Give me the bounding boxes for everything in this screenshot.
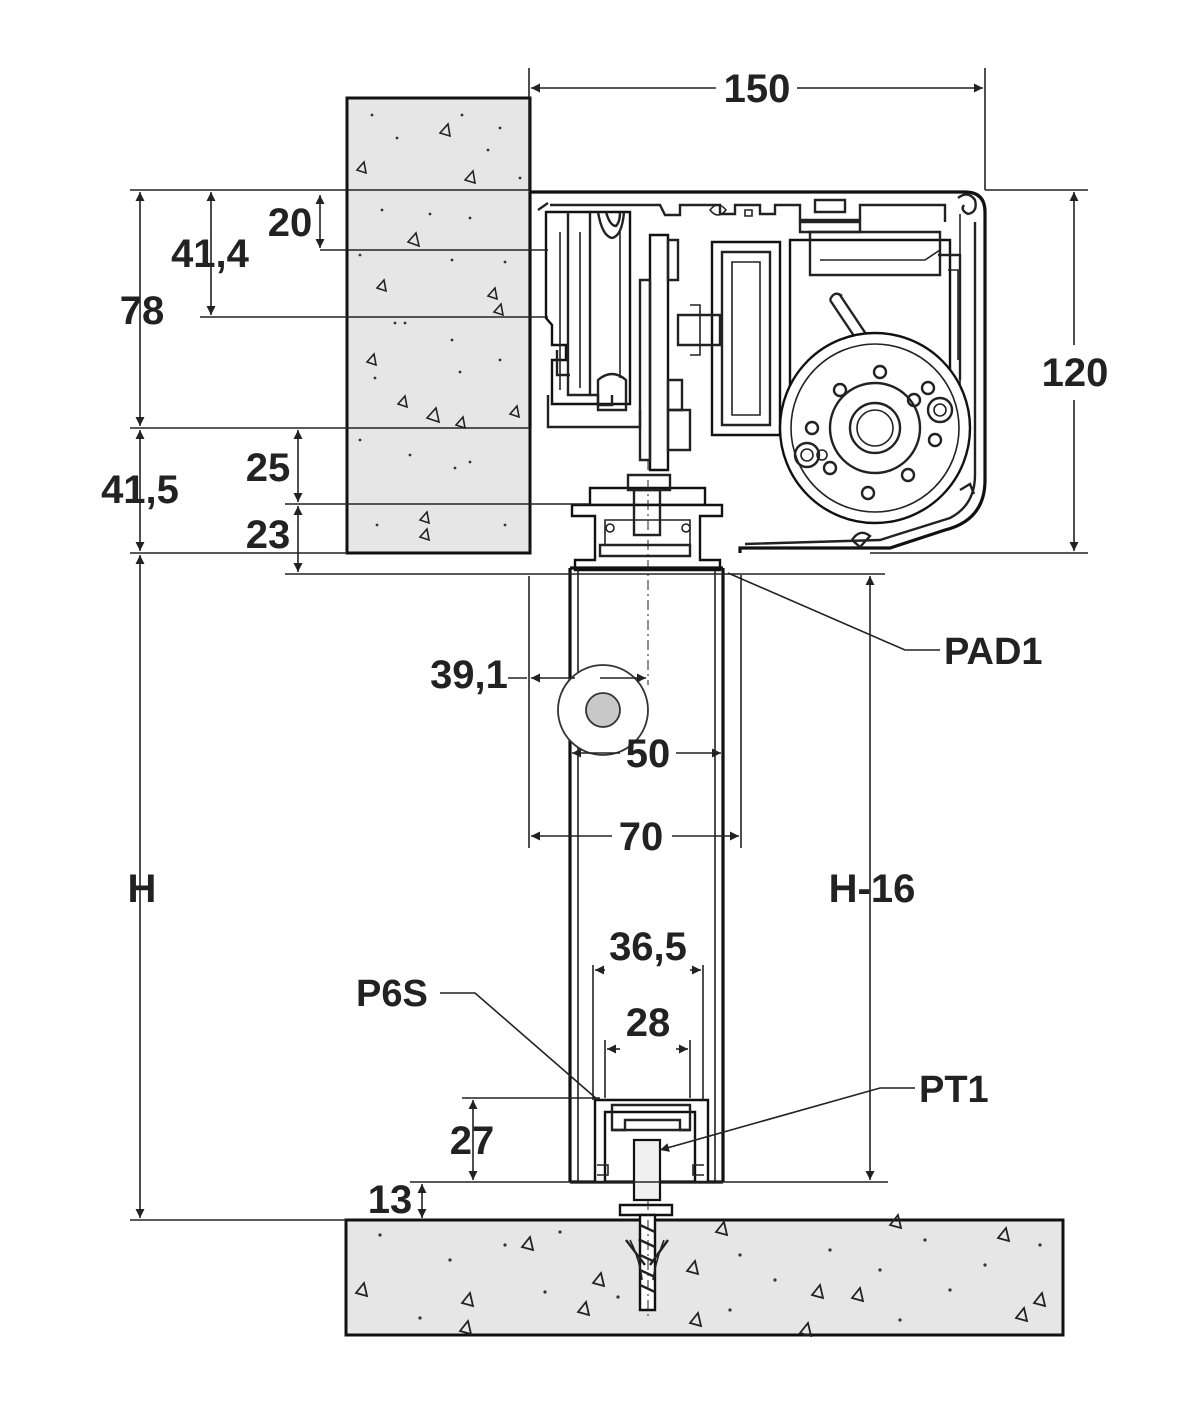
dimension-13: 13 [368, 1178, 427, 1222]
dimension-28: 28 [604, 1001, 691, 1098]
wall-concrete-block [345, 96, 532, 555]
dim-25-text: 25 [246, 446, 291, 490]
dim-70-text: 70 [619, 815, 664, 859]
dimension-50: 50 [572, 732, 721, 776]
handle-roller [557, 664, 649, 756]
dim-41-4-text: 41,4 [171, 232, 250, 276]
callout-pad1: PAD1 [727, 572, 1043, 673]
dim-23-text: 23 [246, 513, 291, 557]
dimension-39-1: 39,1 [430, 576, 646, 848]
label-p6s: P6S [356, 973, 428, 1015]
dimension-27: 27 [450, 1097, 600, 1180]
dimension-20: 20 [268, 195, 548, 251]
dim-150-text: 150 [724, 67, 791, 111]
dimension-H: H [128, 555, 346, 1221]
dimension-H-16: H-16 [410, 576, 916, 1183]
operator-housing [528, 190, 987, 553]
dim-120-text: 120 [1042, 351, 1109, 395]
label-pad1: PAD1 [944, 631, 1043, 673]
dimension-41-5: 41,5 [101, 430, 347, 554]
label-pt1: PT1 [919, 1069, 989, 1111]
dim-41-5-text: 41,5 [101, 468, 179, 512]
door-leaf-glass-panel [568, 566, 725, 1184]
dim-13-text: 13 [368, 1178, 413, 1222]
dimension-41-4: 41,4 [171, 192, 548, 318]
dim-27-text: 27 [450, 1119, 495, 1163]
dim-39-1-text: 39,1 [430, 653, 508, 697]
callout-pt1: PT1 [659, 1069, 989, 1152]
dimension-23: 23 [246, 506, 885, 575]
floor-pin-pt1 [618, 1138, 674, 1320]
callout-p6s: P6S [356, 973, 599, 1101]
dim-36-5-text: 36,5 [609, 925, 687, 969]
dimension-120: 120 [870, 189, 1109, 554]
dim-H-16-text: H-16 [829, 867, 916, 911]
door-hanger-bracket [570, 473, 724, 572]
dimension-70: 70 [531, 575, 742, 859]
dim-50-text: 50 [626, 732, 671, 776]
dim-H-text: H [128, 867, 157, 911]
floor-concrete-slab [344, 1212, 1065, 1338]
dim-28-text: 28 [626, 1001, 671, 1045]
dim-20-text: 20 [268, 201, 313, 245]
dim-78-text: 78 [120, 289, 165, 333]
dimension-25: 25 [246, 430, 590, 505]
floor-guide-p6s [593, 1098, 710, 1184]
dimension-36-5: 36,5 [592, 925, 704, 1100]
dimension-150: 150 [528, 67, 986, 190]
dimension-78: 78 [120, 192, 530, 429]
